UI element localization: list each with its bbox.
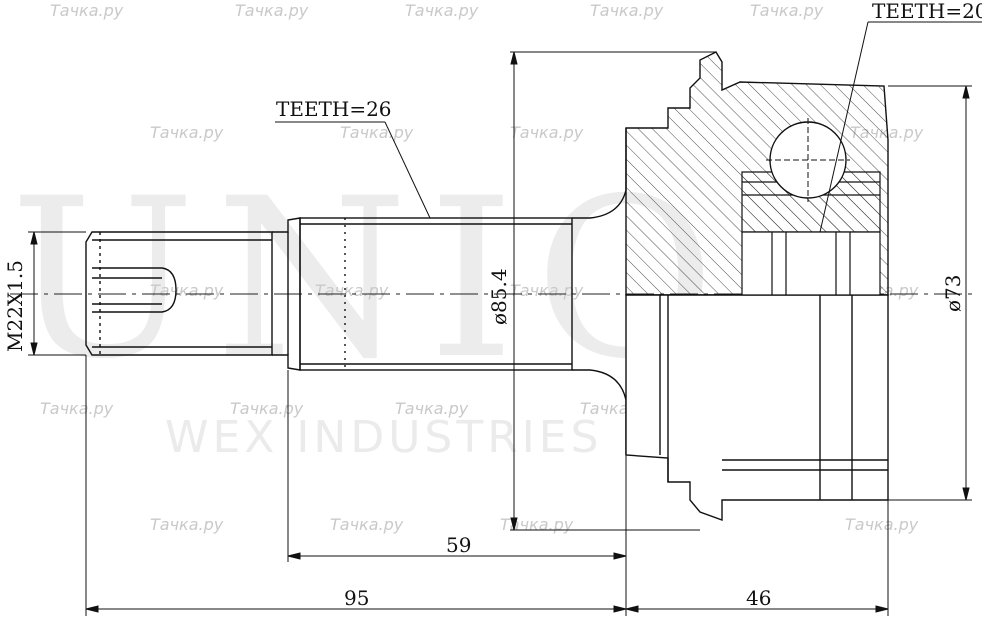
watermarks: Тачка.ру Тачка.ру Тачка.ру Тачка.ру Тачк… [40, 1, 924, 534]
teeth-inner-label: TEETH=26 [276, 97, 392, 121]
watermark: Тачка.ру [235, 1, 309, 20]
watermark: Тачка.ру [40, 399, 114, 418]
watermark: Тачка.ру [500, 515, 574, 534]
teeth-outer-label: TEETH=20 [872, 0, 982, 23]
watermark: Тачка.ру [845, 515, 919, 534]
watermark: Тачка.ру [340, 123, 414, 142]
diameter-housing-label: ø73 [941, 275, 965, 313]
spline-section [299, 217, 573, 371]
thread-label: M22X1.5 [3, 260, 27, 352]
watermark: Тачка.ру [395, 399, 469, 418]
dimension-thread [28, 231, 86, 356]
dimension-95-46 [85, 355, 889, 616]
length-95-label: 95 [344, 586, 369, 610]
watermark: Тачка.ру [510, 123, 584, 142]
length-46-label: 46 [746, 586, 771, 610]
watermark: Тачка.ру [330, 515, 404, 534]
inner-race [741, 171, 881, 296]
ball [766, 118, 850, 202]
dimension-diameter-housing [888, 85, 972, 501]
diameter-outer-label: ø85.4 [487, 268, 511, 325]
brand-subtitle: WEX INDUSTRIES [165, 412, 603, 463]
watermark: Тачка.ру [750, 1, 824, 20]
watermark: Тачка.ру [590, 1, 664, 20]
watermark: Тачка.ру [405, 1, 479, 20]
dimension-diameter-outer [510, 51, 716, 531]
watermark: Тачка.ру [150, 123, 224, 142]
watermark: Тачка.ру [510, 281, 584, 300]
watermark: Тачка.ру [50, 1, 124, 20]
dimension-59 [287, 370, 627, 562]
leader-lines [275, 21, 982, 233]
watermark: Тачка.ру [315, 281, 389, 300]
watermark: Тачка.ру [230, 399, 304, 418]
length-59-label: 59 [446, 533, 471, 557]
watermark: Тачка.ру [150, 281, 224, 300]
watermark: Тачка.ру [150, 515, 224, 534]
